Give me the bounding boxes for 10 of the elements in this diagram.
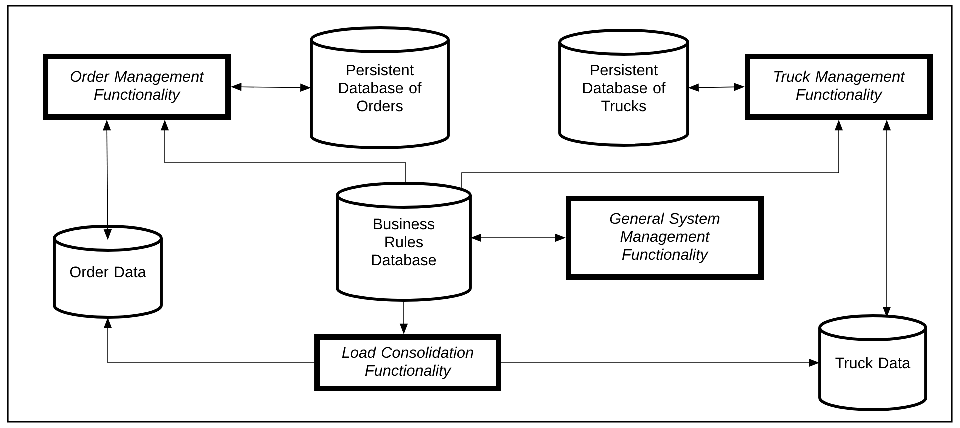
database-cylinder: Persistent Database of Trucks <box>558 29 690 147</box>
database-cylinder: Persistent Database of Orders <box>310 26 450 150</box>
database-cylinder: Order Data <box>53 225 163 319</box>
database-cylinder: Business Rules Database <box>336 182 472 302</box>
process-box: Truck Management Functionality <box>745 54 933 120</box>
node-label: Truck Data <box>836 357 911 369</box>
database-cylinder: Truck Data <box>818 314 928 412</box>
process-box: Load Consolidation Functionality <box>314 334 502 392</box>
process-box: General System Management Functionality <box>566 196 764 280</box>
process-box: Order Management Functionality <box>43 54 231 120</box>
